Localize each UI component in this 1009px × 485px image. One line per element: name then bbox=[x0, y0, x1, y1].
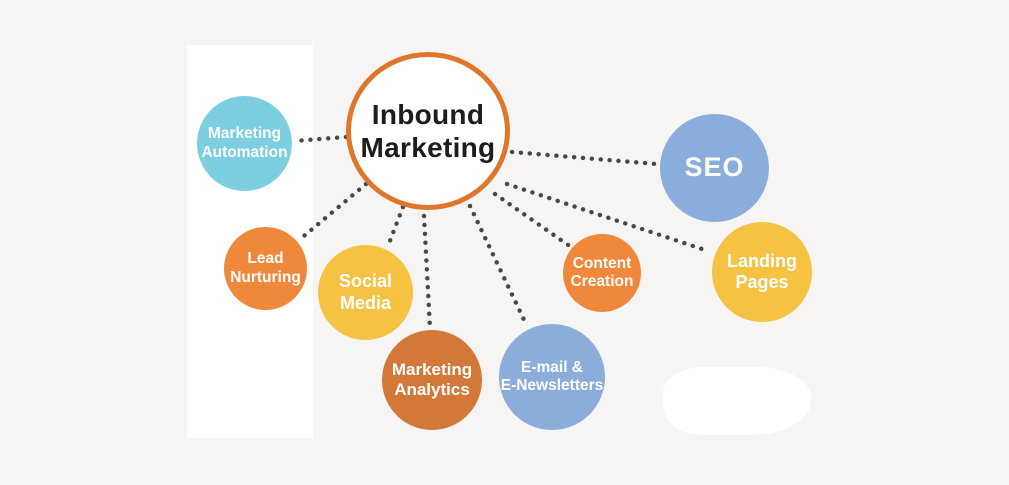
connector-marketing-analytics bbox=[421, 213, 433, 331]
node-lead-nurturing: Lead Nurturing bbox=[224, 227, 307, 310]
node-social-media: Social Media bbox=[318, 245, 413, 340]
node-landing-pages: Landing Pages bbox=[712, 222, 812, 322]
node-content-creation-label: Content Creation bbox=[570, 254, 634, 290]
node-social-media-label: Social Media bbox=[338, 271, 393, 313]
background-blob bbox=[663, 367, 811, 435]
node-content-creation: Content Creation bbox=[563, 234, 641, 312]
node-seo-label: SEO bbox=[684, 152, 745, 183]
connector-social-media bbox=[385, 204, 406, 249]
center-node-label: Inbound Marketing bbox=[360, 98, 496, 163]
connector-marketing-automation bbox=[291, 134, 349, 144]
node-lead-nurturing-label: Lead Nurturing bbox=[230, 250, 301, 286]
node-email-newsletters: E-mail & E-Newsletters bbox=[499, 324, 605, 430]
node-marketing-automation-label: Marketing Automation bbox=[201, 125, 288, 161]
node-landing-pages-label: Landing Pages bbox=[727, 250, 797, 292]
connector-landing-pages bbox=[504, 181, 711, 254]
node-marketing-automation: Marketing Automation bbox=[197, 96, 292, 191]
connector-email-newsletters bbox=[467, 203, 529, 327]
connector-lead-nurturing bbox=[295, 181, 369, 244]
center-node-inbound-marketing: Inbound Marketing bbox=[346, 52, 510, 210]
node-marketing-analytics-label: Marketing Analytics bbox=[391, 359, 473, 399]
connector-seo bbox=[509, 149, 659, 167]
connector-content-creation bbox=[492, 191, 574, 250]
node-marketing-analytics: Marketing Analytics bbox=[382, 330, 482, 430]
node-seo: SEO bbox=[660, 114, 769, 222]
node-email-newsletters-label: E-mail & E-Newsletters bbox=[500, 358, 604, 394]
